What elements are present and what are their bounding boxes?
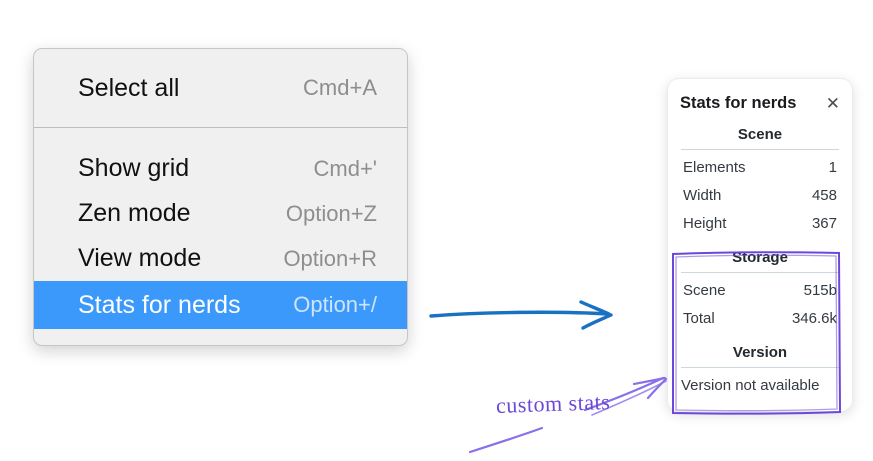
menu-item-show-grid[interactable]: Show grid Cmd+' (34, 146, 407, 191)
menu-item-shortcut: Cmd+' (313, 155, 378, 181)
stats-panel-title: Stats for nerds (680, 93, 797, 112)
menu-item-label: Show grid (78, 154, 190, 182)
stat-label: Elements (683, 158, 746, 176)
stat-label: Scene (683, 281, 726, 299)
stats-panel-header: Stats for nerds ✕ (680, 92, 840, 114)
stat-value: 515b (803, 281, 837, 299)
menu-item-shortcut: Option+Z (285, 200, 377, 226)
stat-row-width: Width 458 (680, 181, 840, 209)
stats-section-storage: Storage Scene 515b Total 346.6k (680, 249, 840, 332)
section-header: Scene (737, 126, 783, 143)
stats-section-version: Version Version not available (680, 344, 840, 399)
stat-row-height: Height 367 (680, 209, 840, 237)
menu-item-shortcut: Option+R (283, 245, 377, 271)
context-menu-group-2: Show grid Cmd+' Zen mode Option+Z View m… (34, 127, 407, 345)
menu-item-label: Zen mode (78, 199, 191, 227)
section-divider (681, 149, 839, 150)
stat-value: 367 (811, 214, 837, 232)
section-header: Storage (732, 249, 788, 266)
menu-item-shortcut: Cmd+A (303, 75, 377, 100)
flow-arrow[interactable] (429, 300, 613, 330)
menu-item-select-all[interactable]: Select all Cmd+A (34, 60, 407, 116)
stat-value: 1 (828, 158, 837, 176)
stat-label: Height (683, 214, 727, 232)
menu-item-label: View mode (78, 244, 202, 272)
stat-value: 458 (811, 186, 837, 204)
section-divider (681, 272, 839, 273)
section-header: Version (732, 344, 788, 361)
context-menu: Select all Cmd+A Show grid Cmd+' Zen mod… (33, 48, 408, 346)
close-icon[interactable]: ✕ (825, 93, 840, 113)
menu-item-view-mode[interactable]: View mode Option+R (34, 236, 407, 281)
stats-panel: Stats for nerds ✕ Scene Elements 1 Width… (667, 78, 853, 412)
stat-row-scene-size: Scene 515b (680, 276, 840, 304)
stat-row-elements: Elements 1 (680, 153, 840, 181)
section-divider (681, 367, 839, 368)
stat-value: 346.6k (791, 309, 837, 327)
stat-label: Width (683, 186, 722, 204)
annotation-label[interactable]: custom stats (495, 389, 611, 418)
stat-row-total-size: Total 346.6k (680, 304, 840, 332)
menu-item-label: Stats for nerds (78, 290, 241, 319)
version-note: Version not available (681, 376, 820, 394)
menu-item-shortcut: Option+/ (293, 292, 377, 317)
menu-item-stats-for-nerds[interactable]: Stats for nerds Option+/ (34, 281, 407, 329)
stat-label: Total (683, 309, 715, 327)
stats-section-scene: Scene Elements 1 Width 458 Height 367 (680, 126, 840, 237)
menu-item-label: Select all (78, 73, 180, 102)
menu-item-zen-mode[interactable]: Zen mode Option+Z (34, 191, 407, 236)
context-menu-group-1: Select all Cmd+A (34, 49, 407, 127)
